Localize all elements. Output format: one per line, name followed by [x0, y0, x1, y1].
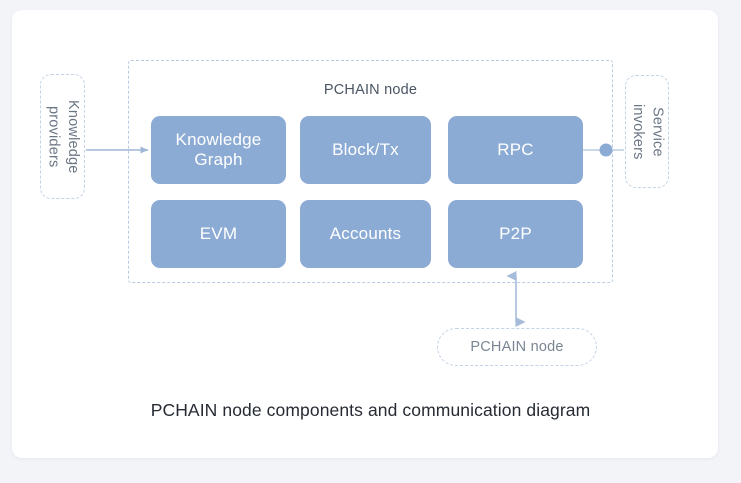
- component-label: Knowledge Graph: [175, 129, 262, 169]
- component-label: P2P: [499, 223, 532, 243]
- external-label: PCHAIN node: [470, 339, 564, 355]
- component-label: EVM: [199, 223, 238, 243]
- external-label: Knowledge providers: [45, 99, 82, 174]
- component-accounts[interactable]: Accounts: [300, 200, 431, 268]
- component-label: Block/Tx: [332, 139, 399, 159]
- component-p2p[interactable]: P2P: [448, 200, 583, 268]
- figure-caption: PCHAIN node components and communication…: [150, 400, 591, 420]
- component-block-tx[interactable]: Block/Tx: [300, 116, 431, 184]
- component-rpc[interactable]: RPC: [448, 116, 583, 184]
- component-label: Accounts: [329, 223, 402, 243]
- pchain-node-container: [128, 60, 613, 283]
- component-evm[interactable]: EVM: [151, 200, 286, 268]
- external-knowledge-providers[interactable]: Knowledge providers: [40, 74, 85, 199]
- external-peer-pchain-node[interactable]: PCHAIN node: [437, 328, 597, 366]
- pchain-node-title: PCHAIN node: [323, 82, 418, 98]
- component-knowledge-graph[interactable]: Knowledge Graph: [151, 116, 286, 184]
- external-service-invokers[interactable]: Service invokers: [625, 75, 669, 188]
- external-label: Service invokers: [630, 103, 666, 160]
- component-label: RPC: [497, 139, 534, 159]
